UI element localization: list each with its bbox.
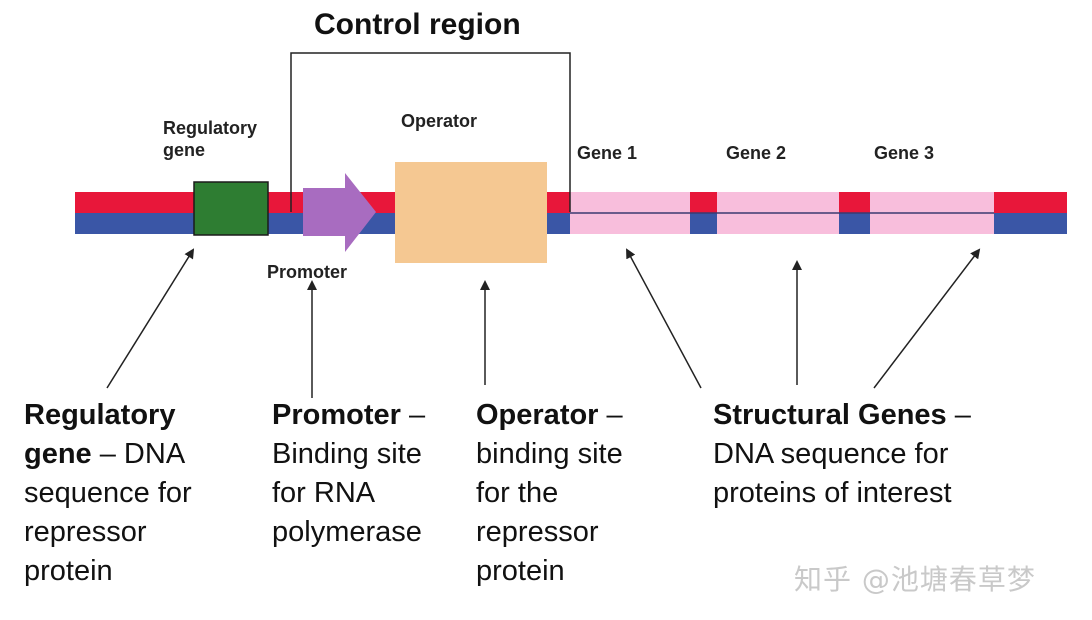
operator-desc-title: Operator xyxy=(476,399,599,431)
regulatory-gene-label-line2: gene xyxy=(163,140,206,160)
operator-desc-line-4: repressor xyxy=(476,516,599,548)
promoter-desc-title: Promoter xyxy=(272,399,401,431)
promoter-arrow xyxy=(303,173,376,252)
regulatory-desc-line-3: sequence for xyxy=(24,477,192,509)
regulatory-gene-label: Regulatory gene xyxy=(163,117,257,161)
gene-1-label: Gene 1 xyxy=(577,143,638,163)
operator-label: Operator xyxy=(401,111,478,131)
promoter-desc-line-3: for RNA xyxy=(272,477,376,509)
regulatory-desc-line-5: protein xyxy=(24,555,113,587)
structural-desc-dash: – xyxy=(946,399,971,431)
regulatory-gene-label-line1: Regulatory xyxy=(163,118,258,138)
regulatory-desc-line-4: repressor xyxy=(24,516,147,548)
promoter-desc-line-2: Binding site xyxy=(272,438,422,470)
watermark: 知乎 @池塘春草梦 xyxy=(794,563,1036,596)
operator-box xyxy=(395,162,547,263)
arrow-gene-3 xyxy=(873,248,981,389)
arrow-gene-1 xyxy=(626,248,702,389)
arrow-regulatory xyxy=(106,248,195,389)
gene-3-label: Gene 3 xyxy=(874,143,935,163)
control-region-bracket xyxy=(290,52,571,212)
promoter-desc-line-4: polymerase xyxy=(272,516,422,548)
structural-genes-description: Structural Genes – DNA sequence for prot… xyxy=(713,396,971,513)
operator-desc-dash: – xyxy=(598,399,623,431)
operator-desc-line-3: for the xyxy=(476,477,559,509)
promoter-label: Promoter xyxy=(267,262,348,282)
structural-desc-line-3: proteins of interest xyxy=(713,477,952,509)
regulatory-desc-title-2: gene xyxy=(24,438,92,470)
promoter-description: Promoter – Binding site for RNA polymera… xyxy=(272,396,425,552)
regulatory-desc-dash: – DNA xyxy=(91,438,186,470)
control-region-title: Control region xyxy=(314,8,521,41)
regulatory-gene-description: Regulatory gene – DNA sequence for repre… xyxy=(24,396,192,591)
structural-desc-title: Structural Genes xyxy=(713,399,947,431)
promoter-desc-dash: – xyxy=(400,399,426,431)
structural-desc-line-2: DNA sequence for xyxy=(713,438,949,470)
regulatory-desc-title-1: Regulatory xyxy=(24,399,176,431)
operator-desc-line-5: protein xyxy=(476,555,565,587)
operator-desc-line-2: binding site xyxy=(476,438,623,470)
gene-2-label: Gene 2 xyxy=(726,143,787,163)
operator-description: Operator – binding site for the represso… xyxy=(476,396,623,591)
regulatory-gene-box xyxy=(193,181,269,236)
